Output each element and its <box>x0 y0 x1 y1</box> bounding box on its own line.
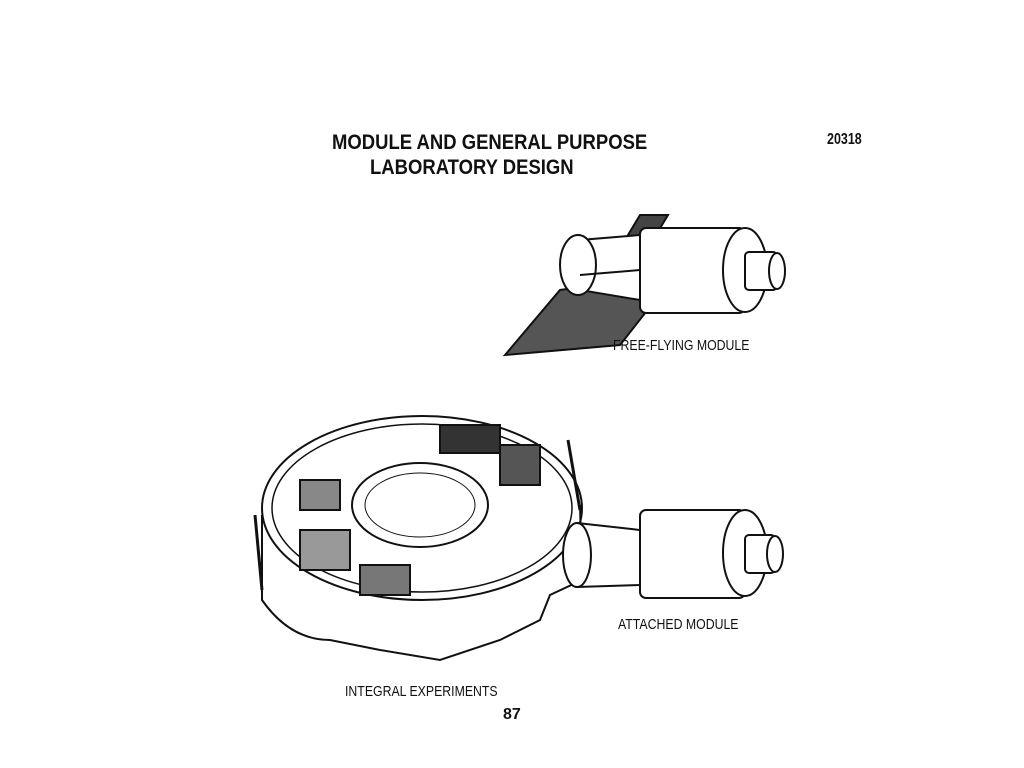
free-flying-module-label: FREE-FLYING MODULE <box>613 337 750 354</box>
page-title-line-2: LABORATORY DESIGN <box>370 156 574 179</box>
attached-module-label: ATTACHED MODULE <box>618 616 739 633</box>
attached-module-drawing <box>562 509 784 599</box>
document-number: 20318 <box>827 131 862 148</box>
integral-experiments-label: INTEGRAL EXPERIMENTS <box>345 683 498 700</box>
page-number: 87 <box>503 706 521 723</box>
free-flying-module-drawing <box>502 214 786 357</box>
integral-experiments-drawing <box>253 415 584 662</box>
page-title-line-1: MODULE AND GENERAL PURPOSE <box>332 131 648 154</box>
